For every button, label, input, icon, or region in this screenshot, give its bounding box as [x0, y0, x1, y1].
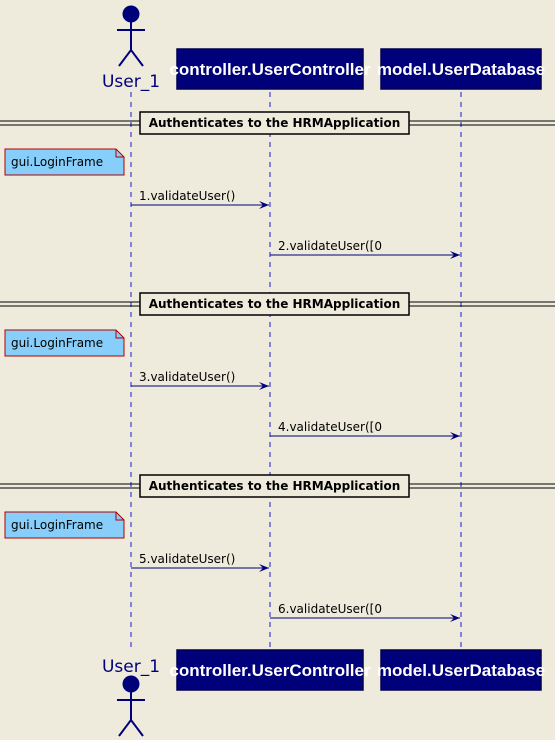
participant-box-controller-bottom: [176, 649, 364, 691]
message: 2.validateUser([0: [270, 239, 460, 259]
message: 4.validateUser([0: [270, 420, 460, 440]
message-label: 4.validateUser([0: [278, 420, 382, 434]
note-label: gui.LoginFrame: [11, 336, 103, 350]
lifelines: [130, 92, 462, 652]
participant-box-database-bottom: [380, 649, 542, 691]
actor-icon: [117, 5, 145, 67]
note-box: [4, 511, 125, 539]
divider-label: Authenticates to the HRMApplication: [149, 297, 401, 311]
participant-headers-top: User_1 controller.UserController model.Use…: [102, 5, 545, 92]
divider-box: [139, 292, 410, 316]
note-fold: [115, 330, 124, 339]
message-label: 2.validateUser([0: [278, 239, 382, 253]
participant-label-database-top: model.UserDatabase: [377, 60, 545, 79]
arrowhead-icon: [259, 564, 269, 572]
participant-label-controller-bottom: controller.UserController: [169, 661, 371, 680]
message-label: 6.validateUser([0: [278, 602, 382, 616]
note-label: gui.LoginFrame: [11, 518, 103, 532]
section: Authenticates to the HRMApplication gui.L…: [0, 474, 555, 622]
arrowhead-icon: [450, 614, 460, 622]
actor-label-top: User_1: [102, 72, 160, 92]
divider-box: [139, 111, 410, 135]
arrowhead-icon: [450, 432, 460, 440]
participant-label-controller-top: controller.UserController: [169, 60, 371, 79]
message-label: 3.validateUser(): [139, 370, 235, 384]
message-label: 5.validateUser(): [139, 552, 235, 566]
section: Authenticates to the HRMApplication gui.L…: [0, 292, 555, 440]
note-label: gui.LoginFrame: [11, 155, 103, 169]
message: 6.validateUser([0: [270, 602, 460, 622]
divider-label: Authenticates to the HRMApplication: [149, 116, 401, 130]
note-fold: [115, 512, 124, 521]
section: Authenticates to the HRMApplication gui.L…: [0, 111, 555, 259]
actor-icon: [117, 675, 145, 737]
arrowhead-icon: [259, 382, 269, 390]
arrowhead-icon: [450, 251, 460, 259]
message: 5.validateUser(): [131, 552, 269, 572]
participant-box-controller-top: [176, 48, 364, 90]
arrowhead-icon: [259, 201, 269, 209]
note-box: [4, 329, 125, 357]
message: 1.validateUser(): [131, 189, 269, 209]
message: 3.validateUser(): [131, 370, 269, 390]
participant-box-database-top: [380, 48, 542, 90]
participant-headers-bottom: User_1 controller.UserController model.Use…: [102, 649, 545, 737]
divider-box: [139, 474, 410, 498]
participant-label-database-bottom: model.UserDatabase: [377, 661, 545, 680]
note-box: [4, 148, 125, 176]
divider-label: Authenticates to the HRMApplication: [149, 479, 401, 493]
message-label: 1.validateUser(): [139, 189, 235, 203]
sections: Authenticates to the HRMApplication gui.L…: [0, 111, 555, 622]
actor-label-bottom: User_1: [102, 657, 160, 677]
note-fold: [115, 149, 124, 158]
